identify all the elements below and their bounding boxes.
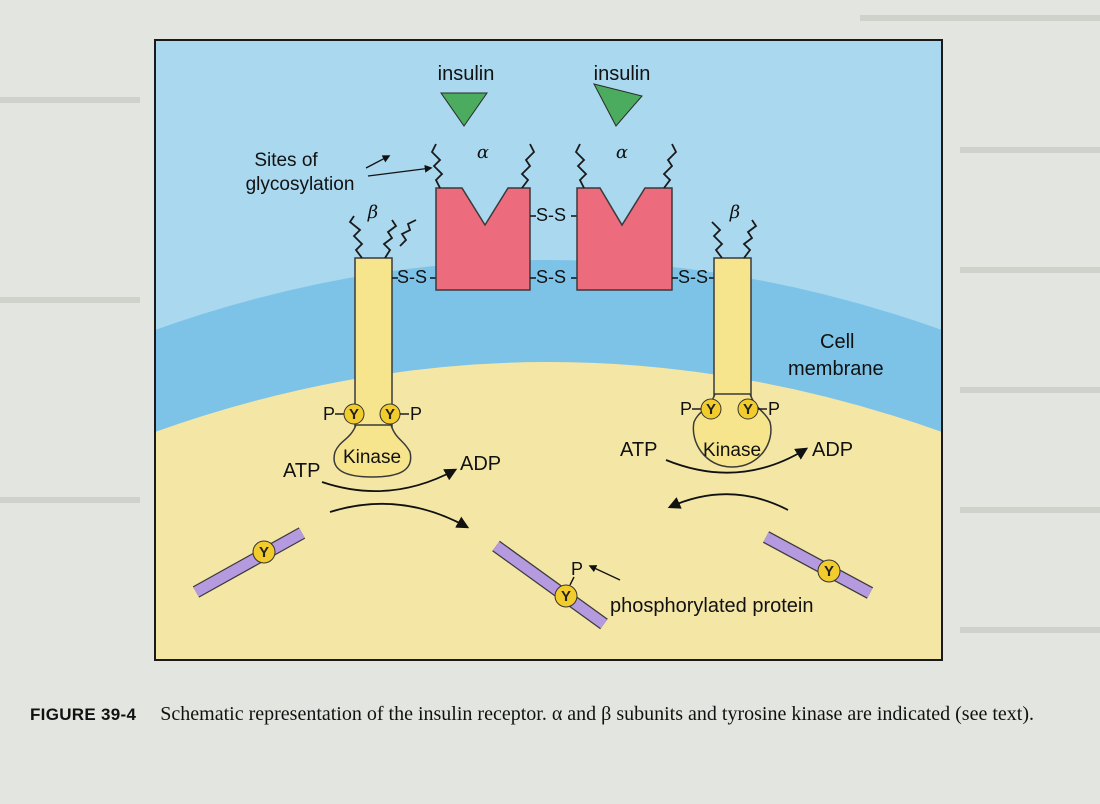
phosphotyrosine-left-2: Y P: [379, 403, 422, 425]
cell-label: Cell: [820, 331, 854, 353]
kinase-label-left: Kinase: [343, 447, 401, 468]
insulin-molecule-left: [440, 92, 488, 127]
figure-number: FIGURE 39-4: [30, 705, 137, 724]
adp-label-right: ADP: [812, 439, 853, 461]
kinase-domain-left: [333, 424, 412, 478]
svg-text:P: P: [323, 404, 335, 424]
unphosphorylated-protein-left: Y: [192, 527, 306, 598]
kinase-label-right: Kinase: [703, 440, 761, 461]
ss-bond-left: S-S: [397, 267, 427, 287]
glycosylation-pointer-1: [365, 155, 391, 169]
svg-text:Y: Y: [385, 406, 395, 423]
glycosylation-pointer-2: [367, 164, 433, 177]
sites-of-label: Sites of: [254, 150, 318, 171]
atp-to-adp-arrow-left: [321, 468, 458, 492]
atp-label-left: ATP: [283, 460, 320, 482]
atp-label-right: ATP: [620, 439, 657, 461]
beta-subunit-left: Kinase: [333, 257, 412, 478]
insulin-label-left: insulin: [438, 63, 495, 85]
caption-text: Schematic representation of the insulin …: [160, 703, 1034, 725]
svg-text:Y: Y: [824, 563, 834, 580]
glycosylation-chains-left-beta: [348, 215, 417, 259]
svg-text:Y: Y: [706, 401, 716, 418]
cytoplasm: [155, 362, 942, 660]
phosphotyrosine-right-2: Y P: [737, 398, 780, 420]
membrane-label: membrane: [788, 358, 884, 380]
phosphotyrosine-right-1: P Y: [680, 398, 722, 420]
svg-text:P: P: [410, 404, 422, 424]
insulin-label-right: insulin: [594, 63, 651, 85]
alpha-label-right: α: [616, 142, 628, 163]
glycosylation-chains-left-alpha: [430, 143, 536, 189]
alpha-subunit-left: [435, 187, 531, 291]
phosphorylated-protein-center: Y P: [492, 540, 608, 630]
alpha-label-left: α: [477, 142, 489, 163]
svg-text:P: P: [571, 559, 583, 579]
phosphorylated-protein-right: Y: [762, 531, 874, 599]
svg-text:P: P: [680, 399, 692, 419]
atp-to-adp-arrow-right: [665, 447, 809, 474]
phosphorylated-protein-label: phosphorylated protein: [610, 595, 813, 617]
insulin-molecule-right: [593, 83, 643, 127]
figure-caption: FIGURE 39-4 Schematic representation of t…: [30, 700, 1070, 729]
faint-background-text-lines: [0, 15, 1100, 633]
phosphotyrosine-left-1: P Y: [323, 403, 365, 425]
glycosylation-chains-right-beta: [711, 219, 758, 259]
ss-bond-middle: S-S: [536, 267, 566, 287]
diagram-border: [154, 39, 943, 661]
svg-text:Y: Y: [259, 544, 269, 561]
glycosylation-label: glycosylation: [246, 174, 355, 195]
protein-phosphorylation-arrow-left: [329, 502, 470, 529]
svg-text:P: P: [768, 399, 780, 419]
dephosphorylation-arrow-right: [667, 493, 789, 511]
svg-text:Y: Y: [349, 406, 359, 423]
ss-bond-top: S-S: [536, 205, 566, 225]
beta-label-left: β: [367, 202, 378, 223]
beta-label-right: β: [729, 202, 740, 223]
svg-text:Y: Y: [561, 588, 571, 605]
glycosylation-chains-right-alpha: [574, 143, 678, 189]
ss-bond-right: S-S: [678, 267, 708, 287]
adp-label-left: ADP: [460, 453, 501, 475]
svg-text:Y: Y: [743, 401, 753, 418]
phosphate-pointer: [588, 565, 621, 581]
alpha-subunit-right: [576, 187, 673, 291]
